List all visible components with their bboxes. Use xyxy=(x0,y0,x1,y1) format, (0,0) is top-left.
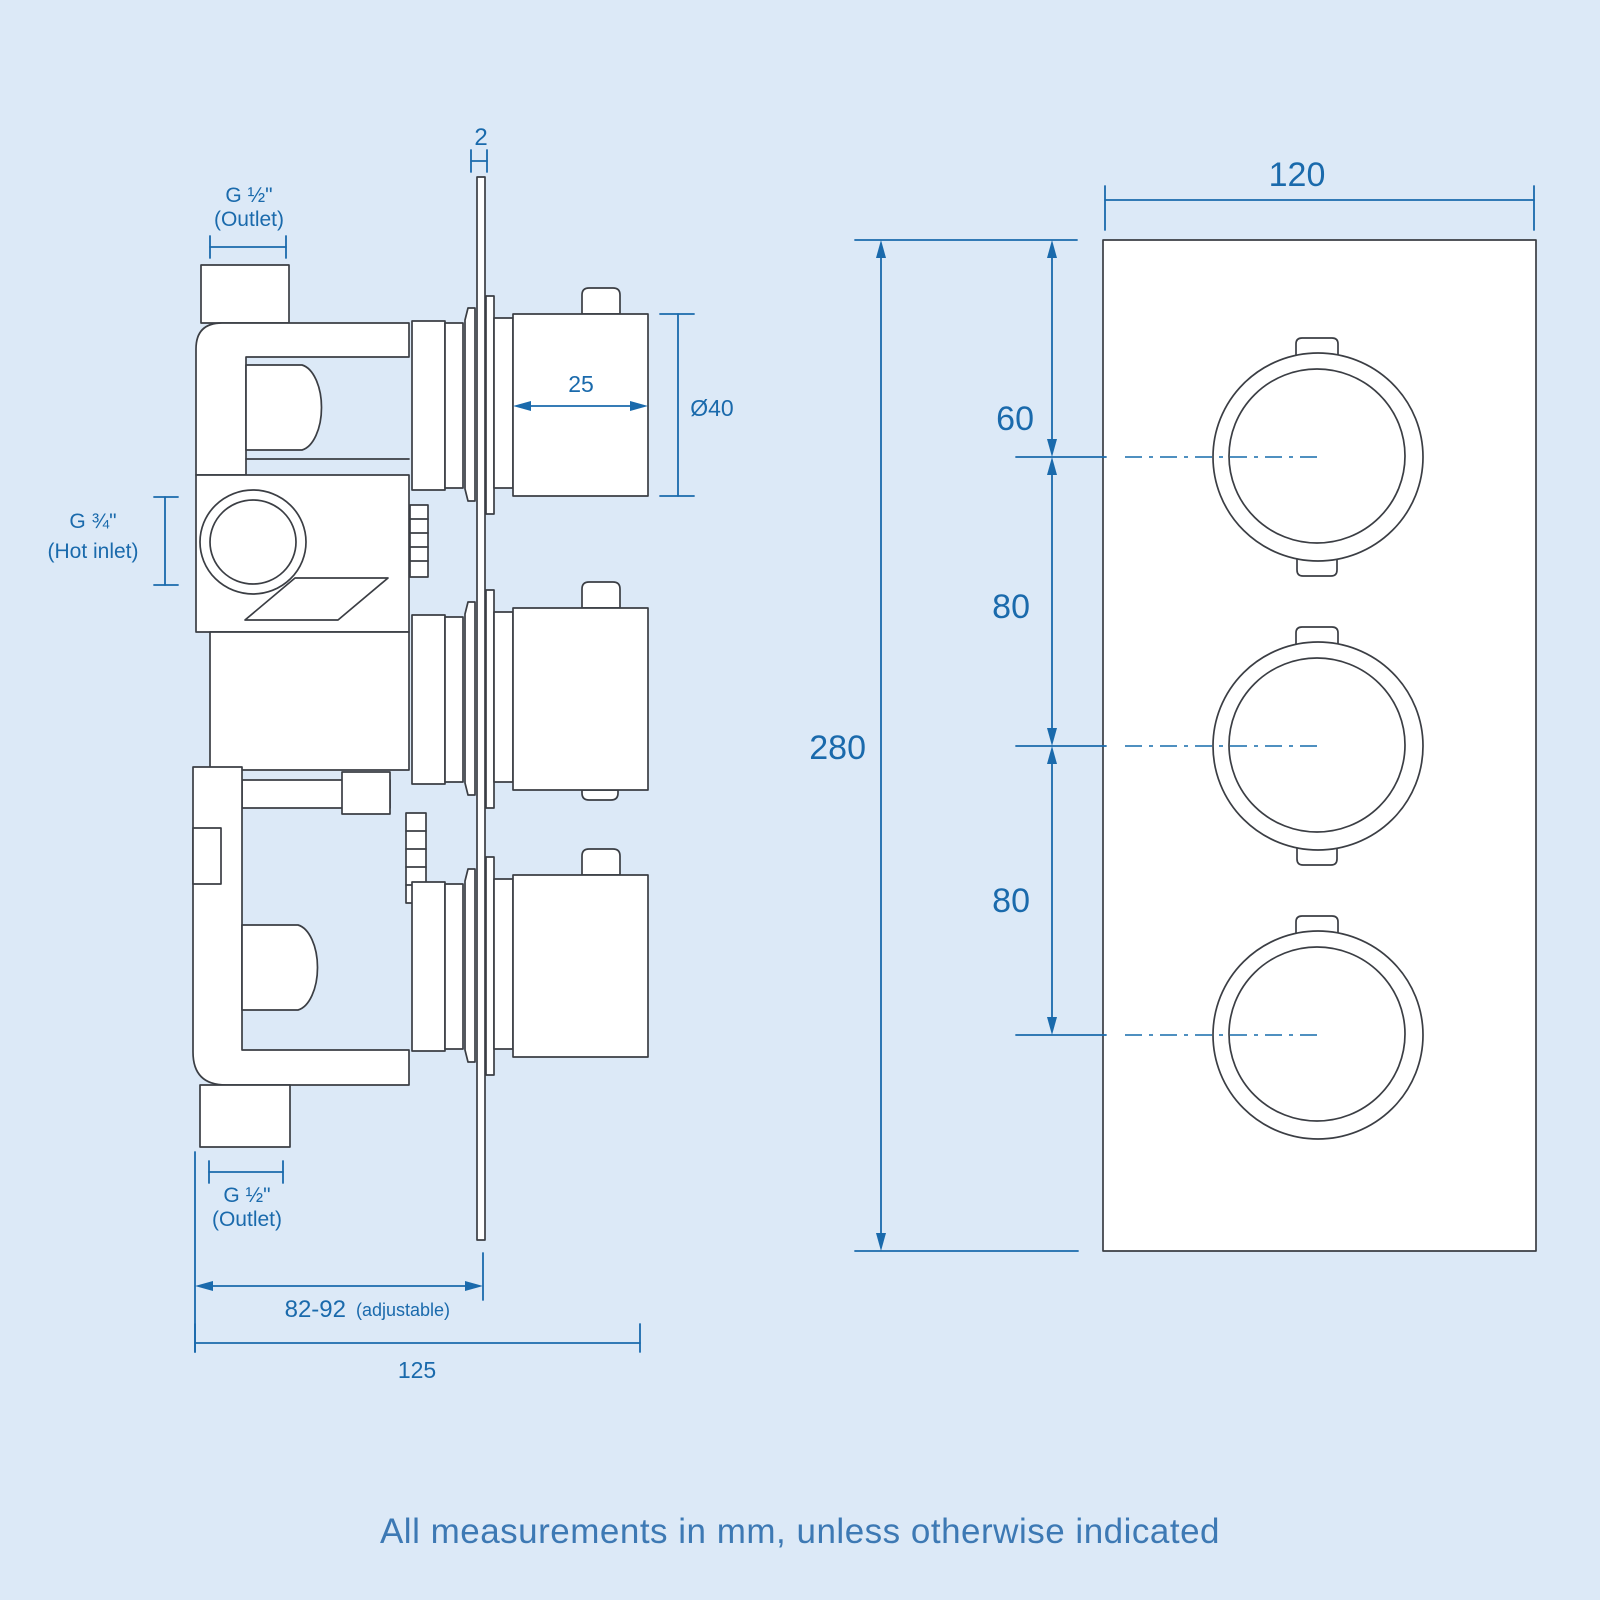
dim-spacing-lower: 80 xyxy=(992,882,1030,920)
side-view-dimensions: 2 G ½" (Outlet) G ¾" (Hot inlet) xyxy=(47,124,733,1383)
dim-plate-width-line xyxy=(1104,185,1535,231)
dim-handle-diameter: Ø40 xyxy=(690,395,733,421)
measurement-note: All measurements in mm, unless otherwise… xyxy=(379,1512,1221,1551)
back-flange xyxy=(464,307,476,502)
dim-handle-depth-line xyxy=(513,401,648,411)
front-view-dimensions: 120 280 xyxy=(809,156,1535,1252)
dim-handle-depth: 25 xyxy=(568,371,594,397)
dim-wall-depth-note: (adjustable) xyxy=(356,1300,450,1320)
dim-total-depth-line xyxy=(194,1323,641,1353)
bottom-bracket-lug xyxy=(192,827,222,885)
label-hot-inlet-type: (Hot inlet) xyxy=(47,540,138,563)
escutcheon-front xyxy=(493,317,514,489)
cartridge-body xyxy=(411,614,446,785)
bottom-bracket xyxy=(192,766,410,1086)
threaded-stub-upper xyxy=(409,504,429,578)
dim-top-outlet-bracket xyxy=(209,235,287,259)
cartridge-body xyxy=(411,881,446,1052)
escutcheon-front xyxy=(493,611,514,783)
dim-plate-thickness: 2 xyxy=(474,124,487,151)
bottom-cartridge-d-shape xyxy=(241,924,319,1011)
label-hot-inlet-size: G ¾" xyxy=(69,510,116,533)
escutcheon-back xyxy=(485,589,495,809)
dim-hot-inlet-bracket xyxy=(153,496,179,586)
handle-knob xyxy=(512,874,649,1058)
handle-knob xyxy=(512,607,649,791)
dim-spacing-upper: 80 xyxy=(992,588,1030,626)
handle-knob xyxy=(512,313,649,497)
cartridge-body xyxy=(411,320,446,491)
dim-top-offset: 60 xyxy=(996,400,1034,438)
dim-knob-spacing-line xyxy=(1015,240,1107,1036)
dim-plate-thickness-marker xyxy=(470,149,488,173)
escutcheon-front xyxy=(493,878,514,1050)
top-cartridge-d-shape xyxy=(245,364,323,451)
connector-union xyxy=(341,771,391,815)
cartridge-collar xyxy=(444,883,464,1050)
hot-inlet-port-inner xyxy=(209,499,297,585)
lower-body-block xyxy=(209,631,410,771)
dim-plate-height-line xyxy=(876,240,886,1251)
front-view: 120 280 xyxy=(809,156,1537,1252)
dim-total-depth: 125 xyxy=(398,1357,436,1383)
dim-wall-depth-line xyxy=(194,1151,484,1353)
side-wall-plate xyxy=(476,176,486,1241)
label-top-outlet-size: G ½" xyxy=(225,184,272,207)
handle-nub xyxy=(581,848,621,876)
bottom-outlet-stub xyxy=(199,1084,291,1148)
dim-handle-diameter-line xyxy=(659,313,695,497)
back-flange xyxy=(464,868,476,1063)
side-view: 2 G ½" (Outlet) G ¾" (Hot inlet) xyxy=(47,124,733,1383)
knob-centerlines xyxy=(1125,456,1322,1036)
label-top-outlet-type: (Outlet) xyxy=(214,208,284,231)
dim-bottom-outlet-bracket xyxy=(208,1160,284,1184)
dim-plate-width: 120 xyxy=(1269,156,1326,194)
cartridge-collar xyxy=(444,616,464,783)
cartridge-unit-2 xyxy=(411,581,649,809)
dim-plate-height: 280 xyxy=(809,729,866,767)
label-bottom-outlet-type: (Outlet) xyxy=(212,1208,282,1231)
cartridge-unit-3 xyxy=(411,848,649,1076)
handle-nub xyxy=(581,581,621,609)
dim-wall-depth-value: 82-92 xyxy=(285,1296,346,1323)
back-flange xyxy=(464,601,476,796)
escutcheon-back xyxy=(485,856,495,1076)
cartridge-collar xyxy=(444,322,464,489)
cartridge-unit-1 xyxy=(411,287,649,515)
handle-bottom-nub xyxy=(581,789,619,801)
label-bottom-outlet-size: G ½" xyxy=(223,1184,270,1207)
handle-nub xyxy=(581,287,621,315)
top-outlet-stub xyxy=(200,264,290,324)
body-wedge-detail xyxy=(244,577,389,621)
escutcheon-back xyxy=(485,295,495,515)
